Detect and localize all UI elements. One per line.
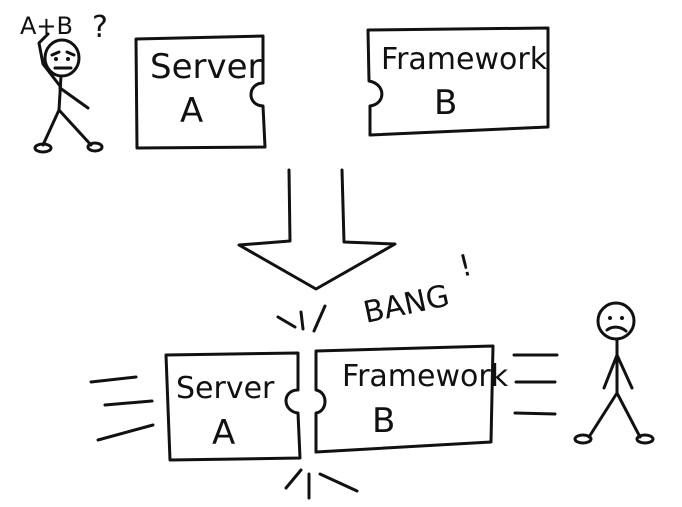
person-left-foot [33, 142, 53, 154]
person-body [57, 74, 63, 112]
sad-person-right-eye [620, 316, 624, 320]
server-a-puzzle-shape [134, 34, 267, 150]
sad-person-head [596, 301, 636, 341]
bottom-framework-b-letter: B [372, 401, 395, 441]
impact-line-top-right [312, 304, 327, 333]
bottom-framework-b-title: Framework [342, 359, 509, 394]
bottom-framework-b-shape [314, 344, 495, 454]
bang-text: BANG [360, 279, 452, 331]
framework-b-puzzle-shape [366, 26, 550, 137]
left-motion-line-1 [89, 375, 138, 384]
bottom-server-a-letter: A [212, 413, 235, 453]
person-right-eye [66, 57, 70, 61]
sad-person-right-foot [635, 433, 655, 445]
right-motion-line-3 [513, 411, 557, 416]
sad-person-right-leg [615, 391, 642, 439]
person-left-eyebrow [50, 50, 61, 57]
left-motion-line-2 [103, 399, 154, 407]
person-left-eye [54, 57, 58, 61]
person-right-eyebrow [65, 50, 76, 57]
bottom-collided-components: Server A Framework B [164, 344, 509, 462]
sad-person-left-leg [587, 391, 619, 439]
impact-line-top-middle [299, 310, 305, 331]
bottom-server-a-shape [164, 351, 302, 462]
framework-b-title: Framework [381, 42, 548, 77]
person-left-leg [41, 108, 61, 147]
server-a-title: Server [150, 47, 262, 87]
confused-person-figure: A+B ? [20, 10, 108, 154]
person-head [43, 38, 81, 78]
bottom-impact-line-right [318, 472, 359, 493]
server-a-letter: A [180, 91, 203, 131]
impact-line-top-left [276, 315, 297, 329]
framework-b-letter: B [434, 83, 457, 123]
sad-person-left-arm [602, 353, 619, 390]
bottom-server-a-title: Server [176, 371, 275, 406]
down-arrow-icon [237, 168, 397, 291]
bottom-motion-lines [89, 353, 559, 500]
person-left-arm-to-head [37, 32, 62, 88]
question-mark-icon: ? [92, 10, 108, 45]
bottom-impact-line-left [284, 468, 303, 490]
person-right-foot [86, 141, 104, 153]
collision-effect: BANG ! [276, 248, 476, 333]
bang-exclamation-icon: ! [455, 248, 475, 285]
left-motion-line-3 [96, 423, 155, 442]
top-framework-b-component: Framework B [366, 26, 550, 137]
sad-person-figure [573, 301, 655, 445]
person-right-arm [58, 86, 90, 110]
sad-person-left-eye [608, 316, 612, 320]
top-server-a-component: Server A [134, 34, 267, 150]
person-right-leg [57, 108, 93, 147]
sad-person-right-arm [615, 353, 634, 390]
sad-person-left-foot [573, 433, 593, 445]
sad-person-mouth [605, 325, 628, 333]
combine-arrow [237, 168, 397, 291]
